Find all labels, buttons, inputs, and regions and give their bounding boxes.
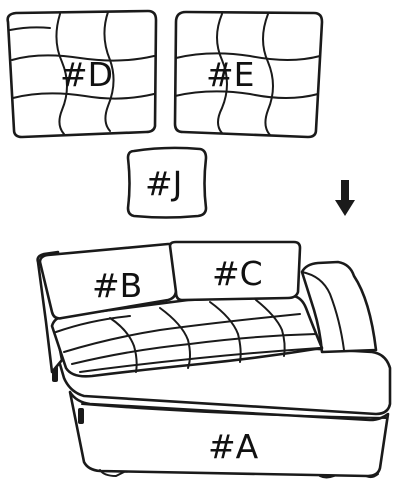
piece-c-label: #C — [212, 254, 263, 293]
piece-a-label: #A — [208, 427, 259, 466]
piece-j-label: #J — [145, 164, 182, 203]
piece-d-label: #D — [60, 55, 113, 94]
cushion-d: #D — [8, 11, 156, 137]
down-arrow-icon — [335, 180, 355, 216]
pillow-j: #J — [128, 148, 206, 218]
cushion-e: #E — [175, 12, 322, 137]
piece-e-label: #E — [206, 55, 255, 94]
back-cushion-c: #C — [170, 242, 300, 300]
piece-b-label: #B — [92, 266, 142, 305]
